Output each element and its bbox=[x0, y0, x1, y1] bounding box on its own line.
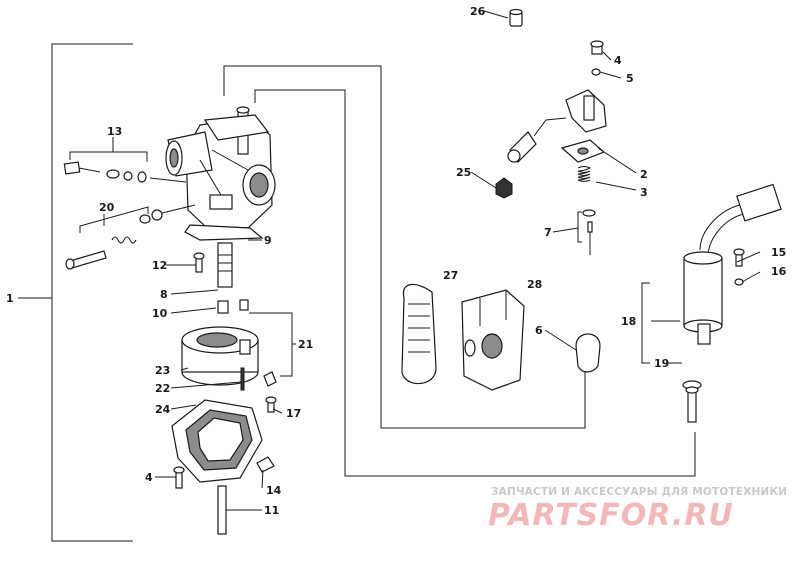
bracket-1 bbox=[18, 43, 133, 542]
part-24-float-bowl bbox=[171, 396, 277, 535]
callout-14: 14 bbox=[266, 484, 282, 497]
callout-24: 24 bbox=[155, 403, 171, 416]
parts-27-28-6 bbox=[401, 283, 601, 391]
callout-8: 8 bbox=[160, 288, 168, 301]
carburetor-body bbox=[165, 106, 276, 241]
watermark-logo: PARTSFOR.RU bbox=[488, 498, 734, 533]
callout-13: 13 bbox=[107, 125, 122, 138]
parts-18-19-15-16 bbox=[641, 183, 782, 423]
callout-21: 21 bbox=[298, 338, 313, 351]
callout-15: 15 bbox=[771, 246, 786, 259]
callout-18: 18 bbox=[621, 315, 636, 328]
callout-16: 16 bbox=[771, 265, 787, 278]
callout-28: 28 bbox=[527, 278, 542, 291]
callout-19: 19 bbox=[654, 357, 669, 370]
right-parts bbox=[495, 8, 607, 255]
callout-1: 1 bbox=[6, 292, 14, 305]
callout-22: 22 bbox=[155, 382, 170, 395]
callout-10: 10 bbox=[152, 307, 168, 320]
callout-26: 26 bbox=[470, 5, 486, 18]
callout-6: 6 bbox=[535, 324, 543, 337]
callout-17: 17 bbox=[286, 407, 301, 420]
parts-23-22-21 bbox=[181, 312, 296, 391]
watermark-caption: ЗАПЧАСТИ И АКСЕССУАРЫ ДЛЯ МОТОТЕХНИКИ bbox=[491, 486, 788, 498]
callout-3: 3 bbox=[640, 186, 648, 199]
callout-5: 5 bbox=[626, 72, 634, 85]
connector-lines bbox=[223, 65, 696, 477]
leader-lines bbox=[155, 10, 761, 511]
callout-20: 20 bbox=[99, 201, 115, 214]
part-13 bbox=[63, 137, 187, 183]
callout-4-bottom: 4 bbox=[145, 471, 153, 484]
callout-11: 11 bbox=[264, 504, 279, 517]
parts-12-8-10 bbox=[193, 242, 249, 314]
callout-12: 12 bbox=[152, 259, 167, 272]
callout-labels: 1 2 3 4 4 5 6 7 8 9 10 11 12 13 14 15 16… bbox=[6, 5, 787, 517]
callout-9: 9 bbox=[264, 234, 272, 247]
callout-4-top: 4 bbox=[614, 54, 622, 67]
callout-7: 7 bbox=[544, 226, 552, 239]
callout-25: 25 bbox=[456, 166, 471, 179]
part-20 bbox=[65, 204, 196, 270]
callout-27: 27 bbox=[443, 269, 458, 282]
callout-2: 2 bbox=[640, 168, 648, 181]
callout-23: 23 bbox=[155, 364, 170, 377]
